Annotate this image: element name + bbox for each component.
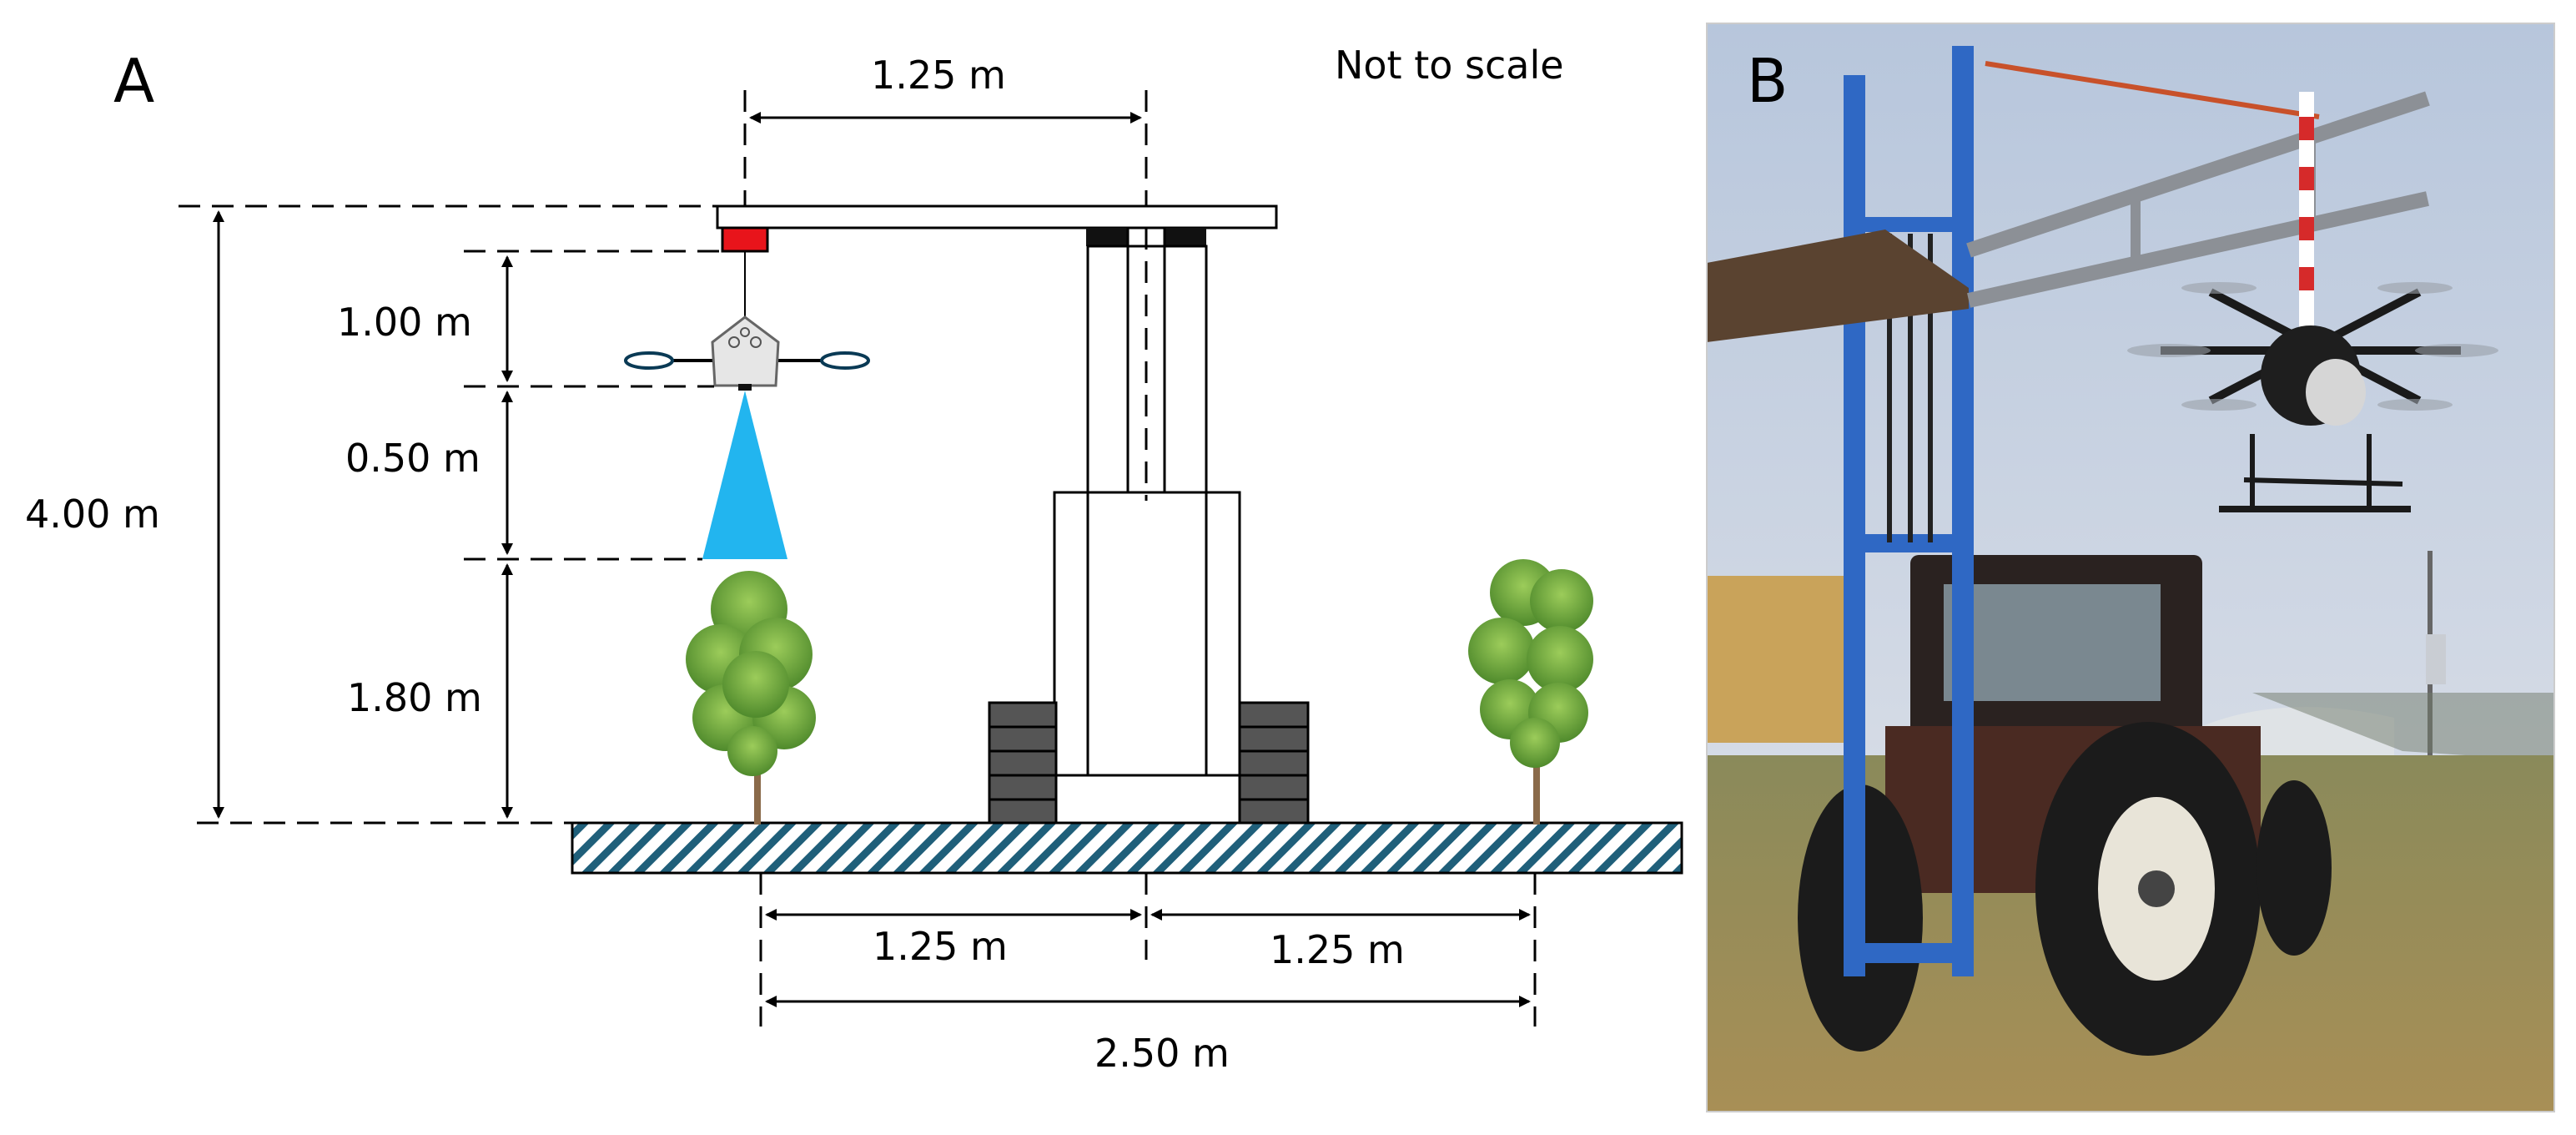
panel-b: B [1706,23,2555,1112]
photo-striped-pole [2299,92,2314,342]
dim-left-half: 1.25 m [873,924,1008,969]
ground-strip [571,821,1683,875]
tree-right [1468,559,1593,825]
photo-pallet [1707,230,1969,342]
panel-b-label: B [1747,46,1788,116]
drone [624,251,870,391]
dim-spray-gap: 0.50 m [345,436,480,481]
dim-top-span: 1.25 m [871,53,1006,98]
tractor-body [1053,491,1241,777]
panel-a: A Not to scale [25,43,1683,1076]
panel-a-label: A [113,46,154,116]
photo-ladder [1966,61,2430,308]
spray-cone [702,391,787,559]
not-to-scale-note: Not to scale [1335,43,1564,88]
photo-mast [1844,46,1974,976]
track-right [1238,701,1310,825]
dim-total-height: 4.00 m [25,492,160,537]
photo-tower [2426,634,2446,684]
dim-right-half: 1.25 m [1270,927,1405,972]
mast-cap-left [1086,228,1128,246]
photo-frame [1706,23,2555,1112]
photo-drone [2127,282,2498,512]
dim-canopy-height: 1.80 m [347,675,482,720]
mast-cap-right [1165,228,1206,246]
rotor-left [624,351,674,370]
dim-row-spacing: 2.50 m [1094,1031,1230,1076]
reference-lines [179,90,1537,1027]
gantry-beam [716,204,1278,230]
tractor-base [1053,774,1241,825]
mount-block [721,226,769,253]
photo-building [1707,576,1865,743]
dimension-arrows [213,112,1531,1007]
photo-tractor [1798,555,2332,1056]
tree-left [686,571,816,825]
track-left [988,701,1058,825]
dim-drone-drop: 1.00 m [337,300,472,345]
rotor-right [820,351,870,370]
